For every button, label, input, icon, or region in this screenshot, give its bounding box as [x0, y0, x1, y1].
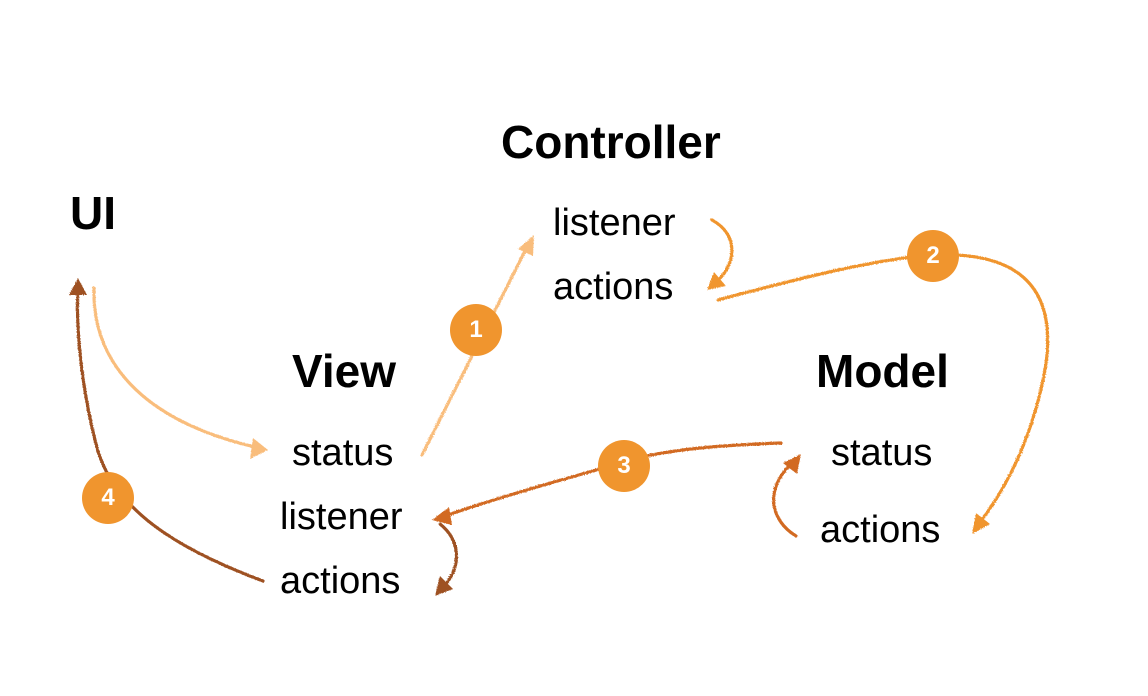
arrow-step-2 — [716, 253, 1050, 534]
arrow-model-internal — [772, 454, 801, 538]
model-title: Model — [816, 345, 949, 397]
arrow-view-internal — [435, 522, 459, 596]
arrow-ui-to-view — [92, 286, 268, 459]
controller-listener: listener — [553, 202, 676, 244]
step-badge-4: 4 — [82, 472, 134, 524]
arrow-controller-internal — [707, 218, 734, 290]
controller-actions: actions — [553, 266, 674, 308]
model-status: status — [831, 432, 933, 474]
view-title: View — [292, 345, 396, 397]
controller-title: Controller — [501, 116, 721, 168]
view-actions: actions — [280, 560, 401, 602]
model-actions: actions — [820, 509, 941, 551]
step-badge-3: 3 — [598, 440, 650, 492]
view-status: status — [292, 432, 394, 474]
step-badge-2: 2 — [907, 230, 959, 282]
ui-title: UI — [70, 187, 116, 239]
view-listener: listener — [280, 496, 403, 538]
step-badge-1: 1 — [450, 304, 502, 356]
arrow-step-4 — [69, 278, 265, 583]
